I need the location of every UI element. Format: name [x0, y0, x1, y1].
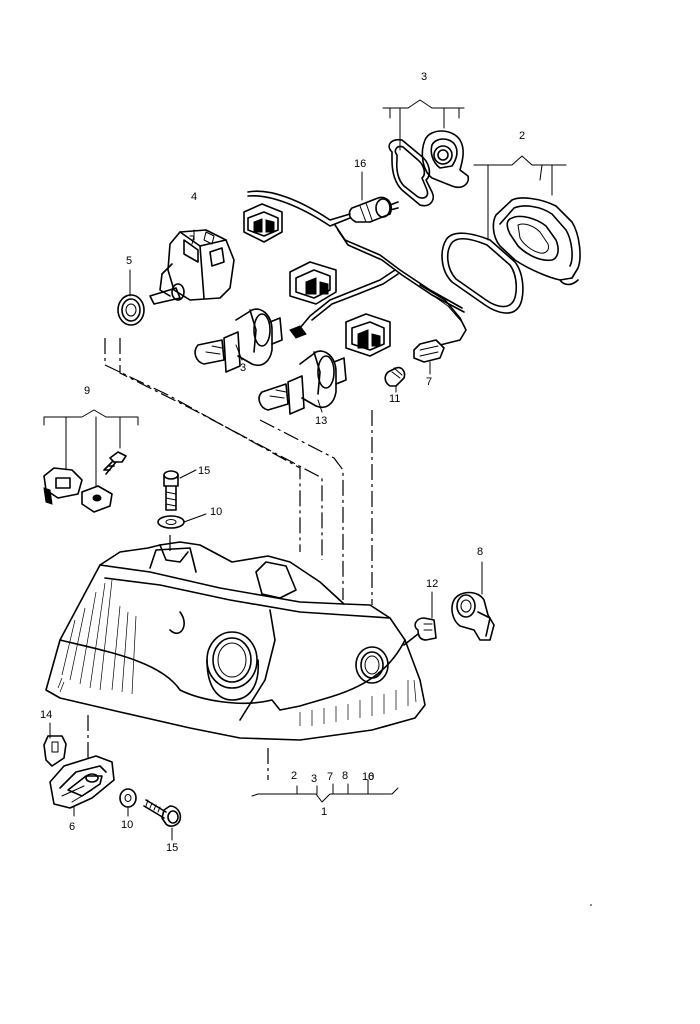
h4-bulb-lower-part-13 — [258, 350, 347, 415]
label-part-10-lower: 10 — [121, 819, 133, 831]
bracket-group-2 — [473, 155, 567, 241]
label-part-1-group: 1 — [321, 806, 327, 818]
small-bulb-part-11 — [384, 366, 406, 387]
label-part-10-upper: 10 — [210, 506, 222, 518]
clip-part-9 — [43, 451, 127, 513]
label-part-3-group: 3 — [421, 71, 427, 83]
bulb-part-12 — [403, 617, 437, 646]
label-part-13-lower: 13 — [315, 415, 327, 427]
socket-part-8 — [451, 591, 495, 641]
bracket-part-14 — [43, 735, 67, 767]
headlight-housing — [45, 541, 426, 741]
label-part-16: 16 — [354, 158, 366, 170]
ring-part-5 — [117, 294, 145, 326]
leader-lines — [49, 171, 483, 841]
label-part-13-upper: 3 — [240, 362, 246, 374]
bolt-part-15-lower — [143, 799, 182, 827]
label-part-7: 7 — [426, 376, 432, 388]
bracket-group-1 — [251, 779, 399, 803]
label-group1-part-8: 8 — [342, 770, 348, 782]
washer-part-10-upper — [157, 515, 185, 529]
label-part-9-group: 9 — [84, 385, 90, 397]
label-part-14: 14 — [40, 709, 52, 721]
bracket-group-3 — [382, 99, 465, 151]
label-part-2-group: 2 — [519, 130, 525, 142]
part-labels: 3 2 16 4 5 3 13 11 7 9 15 10 8 12 14 6 1… — [40, 71, 525, 854]
label-group1-part-3: 3 — [311, 773, 317, 785]
label-group1-part-7: 7 — [327, 771, 333, 783]
label-part-5: 5 — [126, 255, 132, 267]
label-part-15-lower: 15 — [166, 842, 178, 854]
leveling-motor-part-4 — [149, 229, 235, 305]
assembly-lines — [87, 338, 373, 780]
stray-dot — [590, 904, 592, 906]
label-group1-part-10: 10 — [362, 771, 374, 783]
cover-part-2 — [441, 197, 581, 314]
washer-part-10-lower — [119, 788, 137, 808]
bracket-group-9 — [43, 409, 139, 491]
label-part-6: 6 — [69, 821, 75, 833]
label-part-15-upper: 15 — [198, 465, 210, 477]
label-part-12: 12 — [426, 578, 438, 590]
h4-bulb-upper-part-13 — [194, 308, 283, 373]
label-part-8: 8 — [477, 546, 483, 558]
label-group1-part-6: 6 — [368, 771, 374, 783]
label-group1-part-2: 2 — [291, 770, 297, 782]
bolt-part-15-upper — [163, 470, 179, 511]
label-part-11: 11 — [389, 393, 400, 405]
wiring-harness-part-16 — [243, 190, 467, 363]
label-part-4: 4 — [191, 191, 197, 203]
bracket-part-6 — [49, 755, 115, 809]
gasket-part-3 — [388, 130, 470, 207]
